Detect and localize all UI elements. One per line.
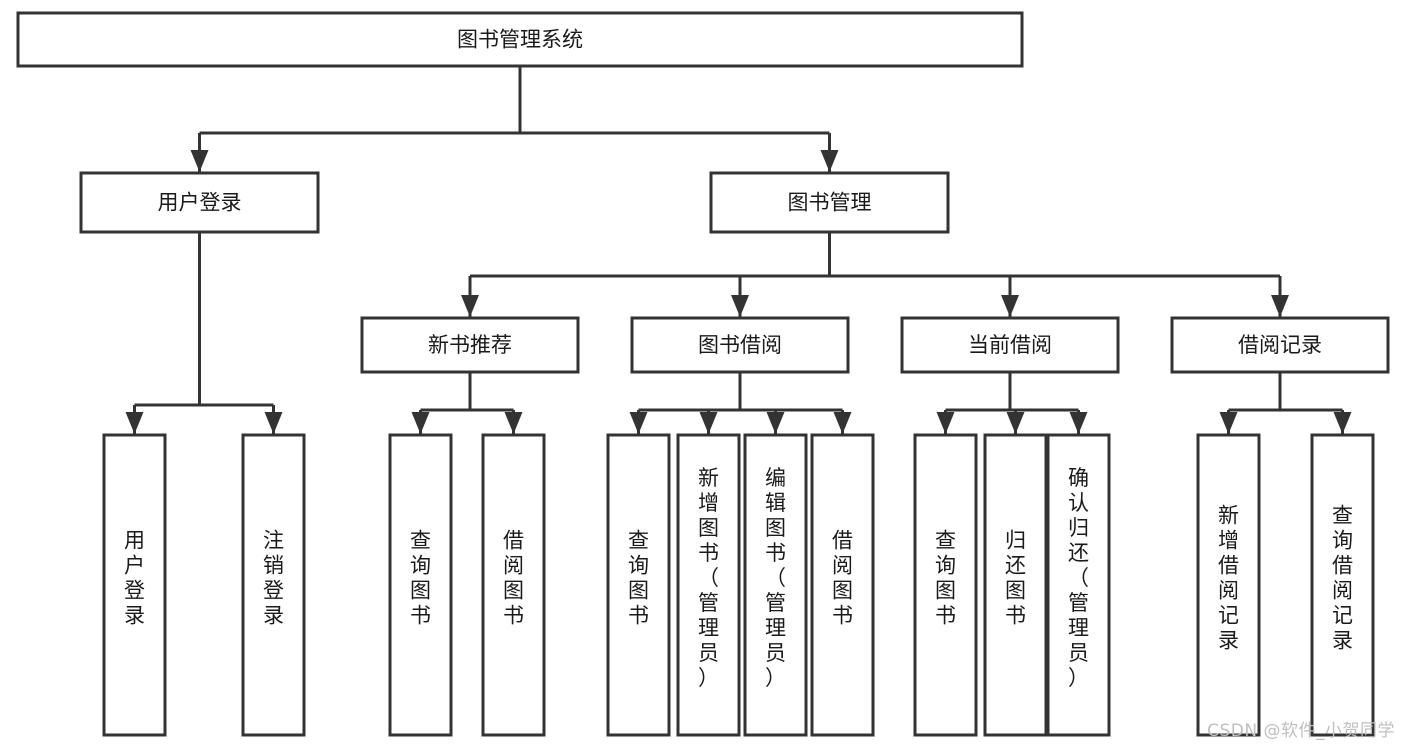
- arrow-head-icon: [1333, 412, 1352, 434]
- node-box-rect: [913, 433, 978, 737]
- node-label: 查询图书: [628, 529, 649, 628]
- arrow-head-icon: [411, 412, 430, 434]
- node-box-rect: [676, 433, 741, 737]
- node-box-rect: [606, 433, 671, 737]
- node-label: 归还图书: [1005, 529, 1026, 628]
- node-label: 编辑图书（管理员）: [765, 466, 786, 690]
- node-leaf-query-record[interactable]: 查询借阅记录: [1310, 433, 1375, 737]
- node-leaf-query-book-2[interactable]: 查询图书: [606, 433, 671, 737]
- node-label: 新书推荐: [428, 333, 512, 357]
- node-label: 用户登录: [158, 191, 242, 215]
- node-label: 新增借阅记录: [1218, 504, 1239, 653]
- arrow-head-icon: [1006, 412, 1025, 434]
- node-box-rect: [709, 171, 950, 234]
- arrow-head-icon: [1069, 412, 1088, 434]
- node-label: 图书借阅: [698, 333, 782, 357]
- node-leaf-edit-book[interactable]: 编辑图书（管理员）: [743, 433, 808, 737]
- node-box-rect: [630, 316, 850, 374]
- arrow-head-icon: [125, 412, 144, 434]
- arrow-head-icon: [190, 150, 209, 172]
- arrow-head-icon: [833, 412, 852, 434]
- node-leaf-confirm-return[interactable]: 确认归还（管理员）: [1046, 433, 1111, 737]
- node-leaf-borrow-book-1[interactable]: 借阅图书: [481, 433, 546, 737]
- node-current-borrow[interactable]: 当前借阅: [900, 316, 1120, 374]
- node-box-rect: [1196, 433, 1261, 737]
- node-leaf-user-login[interactable]: 用户登录: [102, 433, 167, 737]
- arrow-head-icon: [699, 412, 718, 434]
- node-leaf-add-book[interactable]: 新增图书（管理员）: [676, 433, 741, 737]
- node-label: 借阅图书: [832, 529, 853, 628]
- node-label: 查询图书: [935, 529, 956, 628]
- node-label: 用户登录: [124, 529, 145, 628]
- node-box-rect: [743, 433, 808, 737]
- node-leaf-query-book-3[interactable]: 查询图书: [913, 433, 978, 737]
- node-book-borrow[interactable]: 图书借阅: [630, 316, 850, 374]
- node-borrow-record[interactable]: 借阅记录: [1170, 316, 1390, 374]
- node-label: 借阅图书: [503, 529, 524, 628]
- node-label: 借阅记录: [1238, 333, 1322, 357]
- arrow-head-icon: [264, 412, 283, 434]
- node-user-login[interactable]: 用户登录: [79, 171, 320, 234]
- node-label: 图书管理: [788, 191, 872, 215]
- node-leaf-return-book[interactable]: 归还图书: [983, 433, 1048, 737]
- node-box-rect: [241, 433, 306, 737]
- connector-lines: [125, 66, 1352, 434]
- node-label: 查询图书: [410, 529, 431, 628]
- node-label: 查询借阅记录: [1332, 504, 1353, 653]
- arrow-head-icon: [731, 295, 749, 317]
- node-box-rect: [1170, 316, 1390, 374]
- node-box-rect: [16, 11, 1024, 68]
- node-root[interactable]: 图书管理系统: [16, 11, 1024, 68]
- arrow-head-icon: [1271, 295, 1289, 317]
- node-box-rect: [79, 171, 320, 234]
- node-box-rect: [388, 433, 453, 737]
- node-label: 确认归还（管理员）: [1068, 466, 1089, 690]
- node-label: 图书管理系统: [457, 28, 583, 52]
- node-box-rect: [983, 433, 1048, 737]
- node-box-rect: [481, 433, 546, 737]
- node-box-rect: [1310, 433, 1375, 737]
- node-label: 新增图书（管理员）: [698, 466, 719, 690]
- arrow-head-icon: [629, 412, 648, 434]
- arrow-head-icon: [1219, 412, 1238, 434]
- node-leaf-query-book-1[interactable]: 查询图书: [388, 433, 453, 737]
- node-leaf-borrow-book-2[interactable]: 借阅图书: [810, 433, 875, 737]
- node-leaf-logout[interactable]: 注销登录: [241, 433, 306, 737]
- node-box-rect: [900, 316, 1120, 374]
- node-book-manage[interactable]: 图书管理: [709, 171, 950, 234]
- arrow-head-icon: [504, 412, 523, 434]
- arrow-head-icon: [1001, 295, 1019, 317]
- arrow-head-icon: [766, 412, 785, 434]
- arrow-head-icon: [936, 412, 955, 434]
- arrow-head-icon: [461, 295, 479, 317]
- node-label: 注销登录: [263, 529, 284, 628]
- node-new-book-recommend[interactable]: 新书推荐: [360, 316, 580, 374]
- node-label: 当前借阅: [968, 333, 1052, 357]
- node-leaf-add-record[interactable]: 新增借阅记录: [1196, 433, 1261, 737]
- node-box-rect: [1046, 433, 1111, 737]
- arrow-head-icon: [820, 150, 839, 172]
- node-box-rect: [810, 433, 875, 737]
- node-boxes: 图书管理系统用户登录图书管理新书推荐图书借阅当前借阅借阅记录用户登录注销登录查询…: [16, 11, 1390, 737]
- node-box-rect: [102, 433, 167, 737]
- node-box-rect: [360, 316, 580, 374]
